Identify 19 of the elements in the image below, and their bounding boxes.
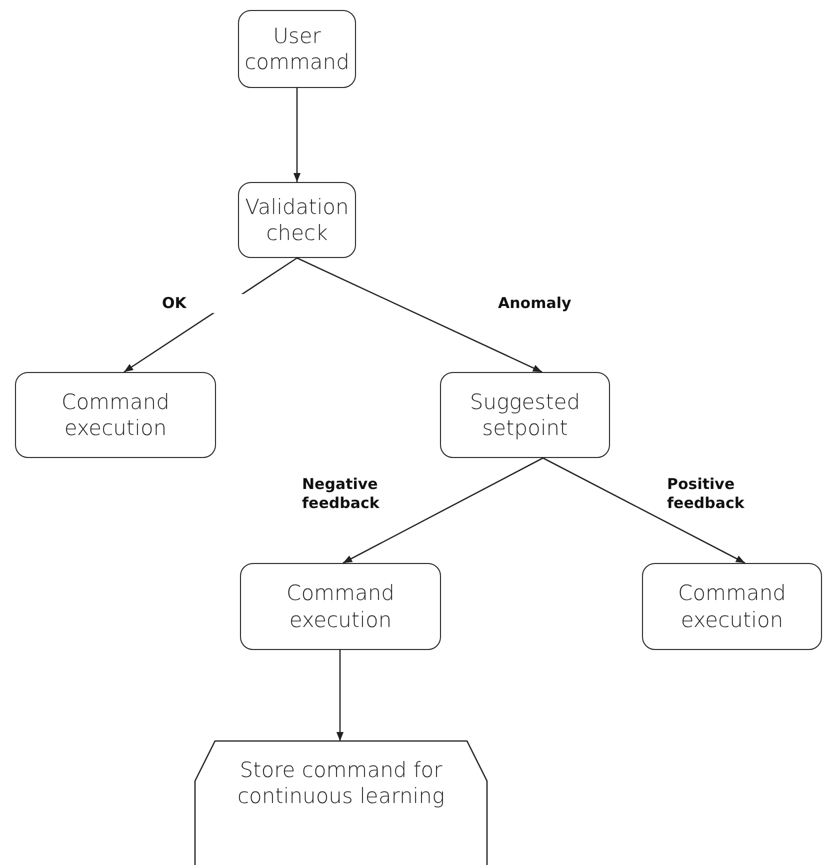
arrow	[296, 257, 542, 373]
process-box	[15, 372, 216, 458]
process-box	[238, 10, 356, 88]
node-text: Command execution	[60, 388, 170, 442]
node-text: Command execution	[286, 580, 396, 633]
arrow	[342, 457, 544, 564]
process-box	[440, 372, 610, 458]
arrow	[336, 650, 344, 741]
node-text: Store command for continuous learning	[236, 757, 446, 810]
node-text: User command	[244, 22, 350, 76]
octagon-box	[195, 741, 487, 865]
node-text: Command execution	[677, 580, 787, 633]
arrow	[542, 457, 746, 564]
node-text: Suggested setpoint	[468, 388, 582, 442]
arrow	[293, 88, 301, 182]
process-box	[240, 563, 441, 650]
process-box	[238, 182, 356, 258]
process-box	[642, 563, 822, 650]
node-text: Validation check	[245, 194, 349, 246]
